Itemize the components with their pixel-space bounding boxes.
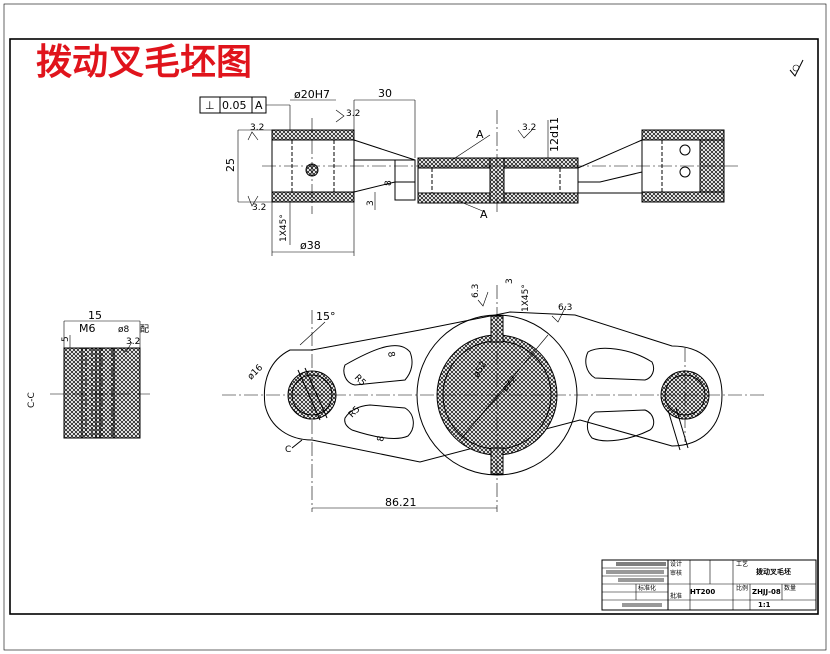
inner-frame <box>9 38 819 615</box>
svg-text:3.2: 3.2 <box>346 109 360 119</box>
left-hole-dim: ø16 <box>246 363 265 382</box>
roughness-mark-3: 3.2 <box>335 109 360 123</box>
left-web-slot-top <box>343 345 413 386</box>
right-web-slot-top <box>585 347 655 381</box>
tb-label-standard: 标准化 <box>638 584 656 592</box>
height-dim: 25 <box>224 158 237 172</box>
tolerance-value: 0.05 <box>222 99 247 112</box>
outer-border <box>3 3 827 651</box>
svg-text:6.3: 6.3 <box>558 303 572 313</box>
web-dim-bottom: 8 <box>376 435 387 443</box>
front-roughness-2: 6.3 <box>551 303 572 323</box>
section-c-mark: C <box>285 445 291 455</box>
left-web-slot-bottom <box>344 404 414 439</box>
thread-dim: M6 <box>79 322 96 335</box>
tb-label-process: 工艺 <box>736 560 748 568</box>
svg-text:3.2: 3.2 <box>250 123 264 133</box>
hole-note: 配 <box>140 324 149 335</box>
left-boss-top-hatch <box>271 129 355 141</box>
svg-text:3.2: 3.2 <box>522 123 536 133</box>
perpendicularity-icon: ⊥ <box>205 99 215 112</box>
tb-label-design: 设计 <box>670 560 682 568</box>
roughness-mark-4: 3.2 <box>517 123 536 139</box>
tolerance-frame: ⊥ 0.05 A <box>199 96 291 130</box>
svg-text:3.2: 3.2 <box>126 337 140 347</box>
datum-label: A <box>255 99 263 112</box>
center-distance-dim: 86.21 <box>385 496 417 509</box>
tb-material: HT200 <box>690 588 715 596</box>
section-mark-1: A <box>476 128 484 141</box>
front-chamfer-dim: 1X45° <box>521 284 531 312</box>
fit-dim: 12d11 <box>548 117 561 152</box>
roughness-symbol-icon <box>789 59 804 77</box>
roughness-mark-1: 3.2 <box>247 123 264 141</box>
svg-text:6.3: 6.3 <box>471 284 481 298</box>
svg-text:3.2: 3.2 <box>252 203 266 213</box>
web-dim-top: 8 <box>385 351 396 359</box>
section-mark-2: A <box>480 208 488 221</box>
groove-dim: 8 <box>384 180 394 186</box>
boss-dia-dim: ø38 <box>300 239 321 252</box>
right-web-slot-bottom <box>587 409 655 442</box>
front-roughness-3: 3.2 <box>119 337 140 353</box>
tb-scale: 1:1 <box>758 601 771 609</box>
tb-drawing-no: ZHJJ-08 <box>752 588 781 596</box>
angle-dim: 15° <box>316 310 336 323</box>
drawing-title: 拨动叉毛坯图 <box>36 41 252 83</box>
top-view: ⊥ 0.05 A <box>199 87 738 256</box>
front-roughness-1: 6.3 <box>471 284 489 307</box>
tb-label-review: 审核 <box>670 569 682 577</box>
title-block: 设计 审核 批准 工艺 比例 数量 标准化 拨动叉毛坯 HT200 ZHJJ-0… <box>601 559 817 611</box>
side-small-dim: 5 <box>61 336 71 342</box>
section-label: C-C <box>27 392 37 408</box>
slot-dim: 30 <box>378 87 392 100</box>
side-width-dim: 15 <box>88 309 102 322</box>
side-section-view: 15 M6 ø8 配 5 C-C <box>27 309 150 439</box>
step-dim: 3 <box>366 200 376 206</box>
front-view-outline <box>263 311 723 463</box>
roughness-mark-2: 3.2 <box>247 195 266 213</box>
hole-dim: ø8 <box>118 325 130 335</box>
tb-label-approve: 批准 <box>670 592 682 600</box>
front-view: 15° ø16 R5 R5 8 8 ø52 ø72 3 1X45° 86.21 … <box>119 278 765 512</box>
right-arm <box>577 139 643 194</box>
tb-label-scale: 比例 <box>736 584 748 592</box>
tb-part-name: 拨动叉毛坯 <box>756 567 791 576</box>
chamfer-dim: 1X45° <box>279 214 289 242</box>
radius-dim-1: R5 <box>352 373 368 389</box>
left-boss-bottom-hatch <box>271 191 355 203</box>
tb-label-qty: 数量 <box>784 584 796 592</box>
bore-dim: ø20H7 <box>294 88 330 101</box>
front-step-dim: 3 <box>505 278 515 284</box>
